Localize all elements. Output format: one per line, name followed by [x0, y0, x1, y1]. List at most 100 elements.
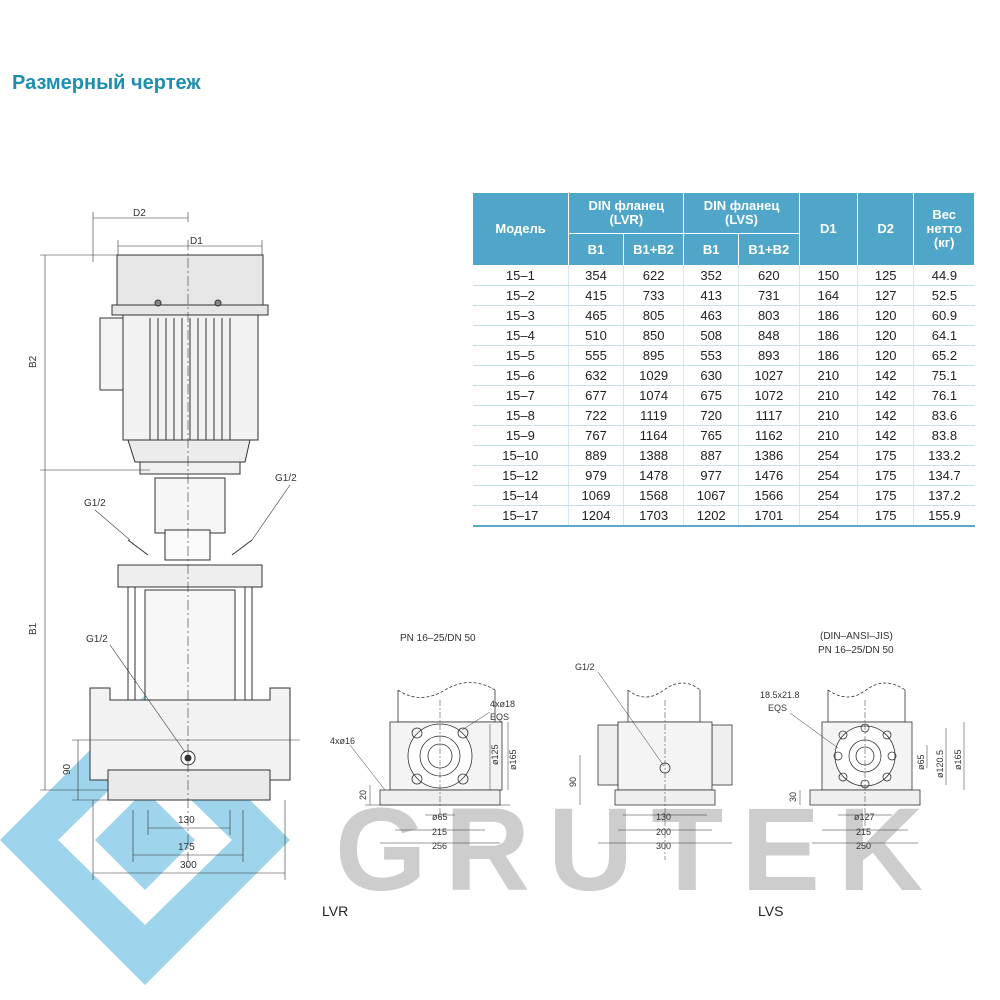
- table-cell: 767: [568, 425, 624, 446]
- front-view-dimensions: [40, 212, 300, 880]
- lvs-view: [789, 682, 965, 844]
- table-cell: 15–3: [472, 305, 570, 326]
- lvr-view: [349, 682, 510, 844]
- col-lvs-b1b2: B1+B2: [737, 233, 800, 266]
- table-cell: 553: [683, 345, 739, 366]
- table-cell: 186: [799, 345, 859, 366]
- table-cell: 15–9: [472, 425, 570, 446]
- lvs-d165: ø165: [953, 749, 963, 770]
- table-cell: 60.9: [913, 305, 975, 326]
- table-cell: 632: [568, 365, 624, 386]
- page-title: Размерный чертеж: [12, 72, 201, 94]
- col-d2: D2: [856, 192, 915, 266]
- table-cell: 15–6: [472, 365, 570, 386]
- table-cell: 142: [857, 425, 915, 446]
- table-cell: 83.6: [913, 405, 975, 426]
- table-cell: 164: [799, 285, 859, 306]
- table-cell: 120: [857, 325, 915, 346]
- col-weight: Вес нетто (кг): [913, 192, 975, 266]
- table-cell: 15–5: [472, 345, 570, 366]
- table-cell: 1069: [568, 485, 624, 506]
- table-cell: 1701: [738, 505, 800, 527]
- d2-label: D2: [133, 208, 146, 219]
- table-cell: 354: [568, 265, 624, 286]
- table-cell: 630: [683, 365, 739, 386]
- table-cell: 210: [799, 425, 859, 446]
- lvr-d125: ø125: [490, 744, 500, 765]
- table-cell: 175: [857, 505, 915, 527]
- lvs-caption2: PN 16–25/DN 50: [818, 645, 894, 656]
- table-cell: 352: [683, 265, 739, 286]
- table-cell: 186: [799, 305, 859, 326]
- lvs-eqs: EQS: [768, 703, 787, 713]
- table-cell: 175: [857, 485, 915, 506]
- table-cell: 977: [683, 465, 739, 486]
- table-cell: 895: [623, 345, 685, 366]
- table-cell: 137.2: [913, 485, 975, 506]
- table-cell: 1119: [623, 405, 685, 426]
- lvr-d165: ø165: [508, 749, 518, 770]
- table-cell: 1568: [623, 485, 685, 506]
- table-cell: 1204: [568, 505, 624, 527]
- table-cell: 15–12: [472, 465, 570, 486]
- table-cell: 1074: [623, 385, 685, 406]
- mid-w130: 130: [656, 812, 671, 822]
- w175-label: 175: [178, 842, 195, 853]
- lvs-h30: 30: [788, 792, 798, 802]
- lvr-w256: 256: [432, 841, 447, 851]
- table-cell: 1029: [623, 365, 685, 386]
- table-cell: 52.5: [913, 285, 975, 306]
- lvs-d120: ø120.5: [935, 750, 945, 778]
- table-cell: 142: [857, 385, 915, 406]
- mid-h90: 90: [568, 777, 578, 787]
- table-cell: 675: [683, 385, 739, 406]
- table-cell: 555: [568, 345, 624, 366]
- col-lvr-b1b2: B1+B2: [622, 233, 685, 266]
- table-cell: 64.1: [913, 325, 975, 346]
- table-cell: 1388: [623, 445, 685, 466]
- lvr-eqs: EQS: [490, 712, 509, 722]
- table-cell: 508: [683, 325, 739, 346]
- table-cell: 15–8: [472, 405, 570, 426]
- table-cell: 15–14: [472, 485, 570, 506]
- table-cell: 76.1: [913, 385, 975, 406]
- table-cell: 1566: [738, 485, 800, 506]
- table-cell: 254: [799, 445, 859, 466]
- d1-label: D1: [190, 236, 203, 247]
- table-cell: 413: [683, 285, 739, 306]
- table-cell: 83.8: [913, 425, 975, 446]
- watermark-text: GRUTEK: [335, 784, 941, 916]
- lvr-holes: 4xø16: [330, 736, 355, 746]
- table-cell: 210: [799, 385, 859, 406]
- table-cell: 127: [857, 285, 915, 306]
- w300-label: 300: [180, 860, 197, 871]
- table-cell: 15–7: [472, 385, 570, 406]
- table-cell: 979: [568, 465, 624, 486]
- table-cell: 210: [799, 365, 859, 386]
- table-cell: 415: [568, 285, 624, 306]
- table-cell: 1072: [738, 385, 800, 406]
- table-cell: 133.2: [913, 445, 975, 466]
- b2-label: B2: [28, 355, 39, 368]
- table-cell: 75.1: [913, 365, 975, 386]
- table-cell: 805: [623, 305, 685, 326]
- lvs-w250: 250: [856, 841, 871, 851]
- table-cell: 120: [857, 345, 915, 366]
- table-cell: 254: [799, 465, 859, 486]
- table-cell: 1067: [683, 485, 739, 506]
- pump-front-view: [89, 240, 291, 870]
- table-cell: 463: [683, 305, 739, 326]
- table-cell: 254: [799, 505, 859, 527]
- table-cell: 175: [857, 465, 915, 486]
- table-cell: 720: [683, 405, 739, 426]
